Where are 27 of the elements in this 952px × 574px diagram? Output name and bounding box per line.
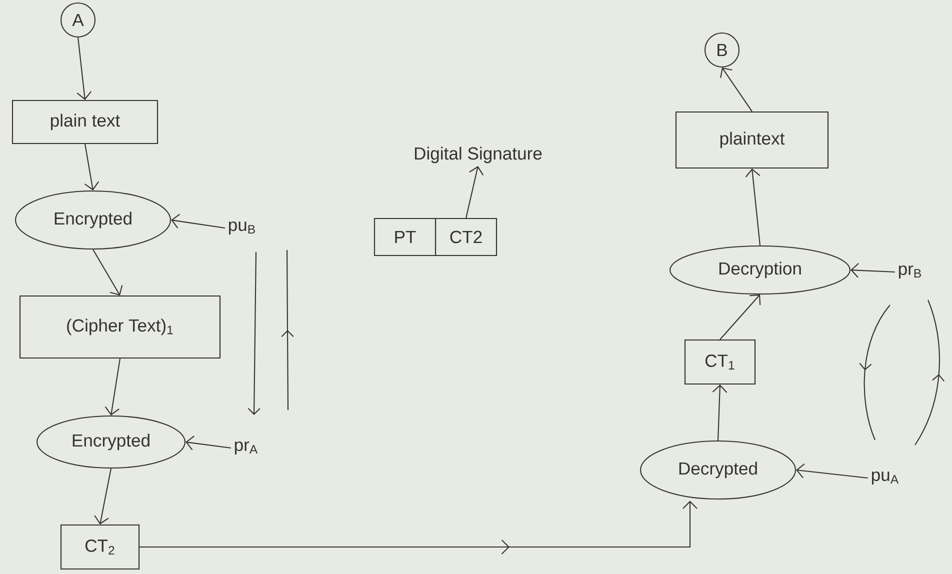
caption-text: Digital Signature bbox=[414, 146, 542, 164]
process-box: (Cipher Text)$_{1}$ bbox=[19, 295, 221, 359]
arrow bbox=[84, 144, 100, 190]
arrow bbox=[720, 68, 752, 112]
key-label: pu$_{B}$ bbox=[228, 221, 255, 235]
arrow bbox=[745, 168, 761, 246]
key-label: pu$_{A}$ bbox=[872, 471, 899, 485]
arrow bbox=[171, 214, 226, 229]
process-box: plaintext bbox=[675, 111, 829, 169]
arrow bbox=[712, 384, 728, 440]
process-box: plain text bbox=[12, 100, 158, 144]
key-label: pr$_{A}$ bbox=[234, 441, 258, 455]
arrow bbox=[186, 436, 231, 450]
table-cell: CT2 bbox=[434, 218, 498, 256]
arrow bbox=[76, 37, 92, 100]
arrow bbox=[92, 249, 123, 296]
arrow bbox=[720, 294, 761, 340]
arrow bbox=[850, 262, 895, 278]
arrow bbox=[140, 500, 698, 554]
arrow bbox=[466, 166, 484, 218]
process-box: CT$_{2}$ bbox=[60, 524, 140, 570]
process-box: CT$_{1}$ bbox=[684, 339, 756, 385]
key-label: pr$_{B}$ bbox=[898, 265, 921, 279]
table-cell: PT bbox=[374, 218, 436, 256]
arrow bbox=[104, 358, 121, 416]
arrow bbox=[94, 468, 112, 524]
arrow bbox=[796, 463, 868, 479]
